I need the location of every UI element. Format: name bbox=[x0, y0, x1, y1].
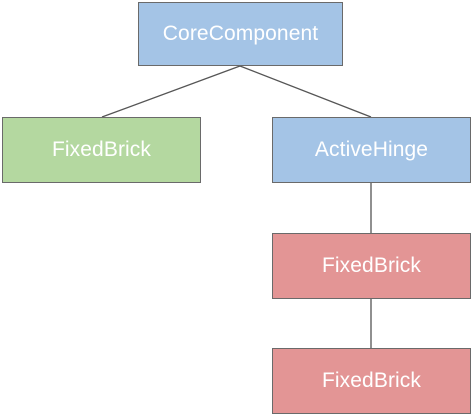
node-core-component: CoreComponent bbox=[138, 2, 343, 66]
node-fixedbrick-left: FixedBrick bbox=[2, 117, 201, 183]
node-active-hinge-label: ActiveHinge bbox=[314, 138, 429, 161]
node-active-hinge: ActiveHinge bbox=[272, 117, 471, 183]
node-fixedbrick-bottom: FixedBrick bbox=[272, 348, 471, 414]
node-core-component-label: CoreComponent bbox=[162, 22, 319, 45]
edge-core-to-activehinge bbox=[239, 65, 372, 118]
node-fixedbrick-left-label: FixedBrick bbox=[51, 138, 152, 161]
node-fixedbrick-middle: FixedBrick bbox=[272, 233, 471, 299]
node-fixedbrick-bottom-label: FixedBrick bbox=[321, 369, 422, 392]
node-fixedbrick-middle-label: FixedBrick bbox=[321, 254, 422, 277]
edge-core-to-fixedbrick-left bbox=[101, 65, 241, 118]
